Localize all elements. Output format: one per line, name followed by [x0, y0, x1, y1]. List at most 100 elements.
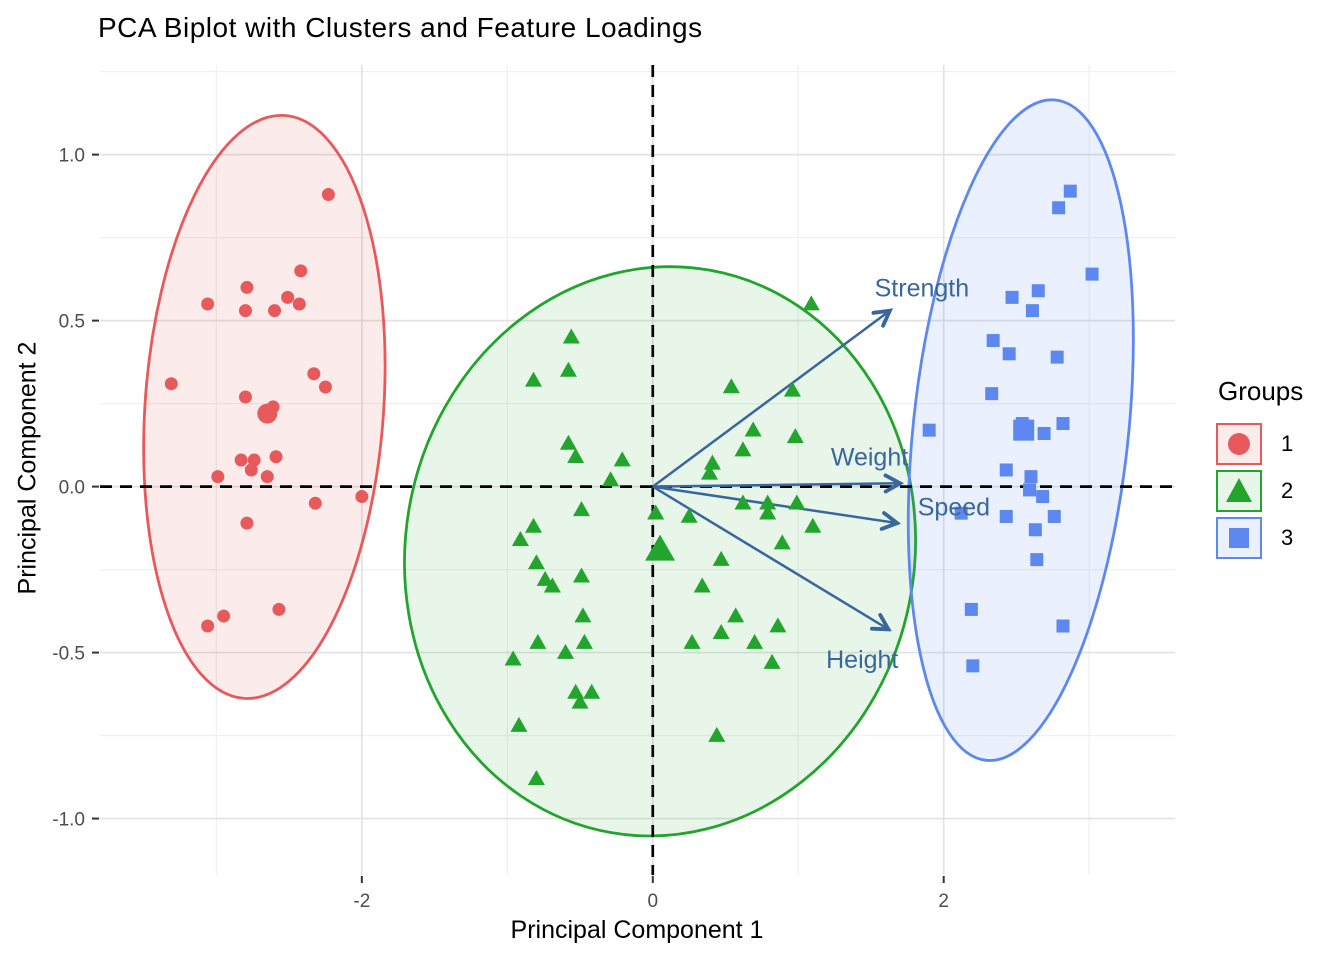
centroid-point-group1 [257, 403, 278, 424]
triangle-glyph [1226, 478, 1252, 502]
data-point-group3 [986, 334, 1000, 348]
data-point-group3 [999, 463, 1013, 477]
data-point-group3 [1028, 523, 1042, 537]
data-point-group2 [712, 623, 730, 639]
loading-arrow-strength [652, 308, 894, 488]
data-point-group1 [244, 463, 258, 477]
data-point-group2 [708, 726, 726, 742]
data-point-group1 [217, 609, 231, 623]
data-point-group1 [238, 304, 252, 318]
data-point-group1 [164, 377, 178, 391]
y-tick-label: 1.0 [59, 146, 85, 167]
data-point-group2 [769, 617, 787, 633]
data-point-group3 [1005, 290, 1019, 304]
data-point-group2 [783, 381, 801, 397]
data-point-group2 [510, 716, 528, 732]
x-axis-title: Principal Component 1 [510, 916, 764, 944]
data-point-group1 [281, 290, 295, 304]
data-point-group1 [321, 187, 335, 201]
legend-label-group3: 3 [1281, 525, 1294, 550]
data-point-group3 [964, 602, 978, 616]
data-point-group2 [504, 650, 522, 666]
data-point-group2 [583, 683, 601, 699]
data-point-group3 [1023, 483, 1037, 497]
legend-label-group2: 2 [1281, 478, 1294, 503]
data-point-group1 [260, 470, 274, 484]
legend-item-group2: 2 [1216, 470, 1303, 512]
data-point-group1 [308, 496, 322, 510]
data-point-group2 [572, 501, 590, 517]
data-point-group2 [744, 421, 762, 437]
data-point-group2 [511, 531, 529, 547]
data-point-group1 [211, 470, 225, 484]
data-point-group2 [536, 570, 554, 586]
data-point-group2 [680, 507, 698, 523]
y-tick-label: 0.0 [59, 478, 85, 499]
circle-symbol-icon [1228, 433, 1250, 455]
data-point-group1 [269, 450, 283, 464]
data-point-group3 [1002, 347, 1016, 361]
data-point-group2 [524, 371, 542, 387]
data-point-group1 [240, 516, 254, 530]
data-point-group2 [734, 441, 752, 457]
y-tick-label: -0.5 [52, 644, 85, 665]
data-point-group3 [1031, 284, 1045, 298]
loading-label-weight: Weight [831, 444, 908, 472]
data-point-group3 [1052, 201, 1066, 215]
data-point-group2 [722, 378, 740, 394]
y-tick-label: -1.0 [52, 810, 85, 831]
data-point-group1 [272, 602, 286, 616]
data-point-group1 [201, 297, 215, 311]
data-point-group2 [693, 577, 711, 593]
data-point-group3 [985, 387, 999, 401]
data-point-group2 [802, 295, 820, 311]
data-point-group2 [746, 633, 764, 649]
data-point-group3 [1085, 267, 1099, 281]
data-point-group1 [247, 453, 261, 467]
data-point-group2 [763, 653, 781, 669]
legend-key-square-icon [1216, 517, 1262, 559]
data-point-group2 [602, 471, 620, 487]
data-point-group3 [1063, 184, 1077, 198]
data-point-group3 [999, 509, 1013, 523]
data-point-group2 [727, 607, 745, 623]
circle-glyph [1228, 433, 1250, 455]
data-point-group2 [759, 494, 777, 510]
data-point-group1 [307, 367, 321, 381]
data-point-group2 [574, 607, 592, 623]
data-point-group2 [647, 504, 665, 520]
data-point-group2 [613, 451, 631, 467]
y-tick-label: 0.5 [59, 312, 85, 333]
data-point-group3 [1037, 426, 1051, 440]
data-point-group2 [712, 550, 730, 566]
data-point-group2 [701, 464, 719, 480]
chart-title: PCA Biplot with Clusters and Feature Loa… [98, 12, 703, 43]
data-point-group2 [734, 494, 752, 510]
data-point-group2 [543, 577, 561, 593]
loading-label-speed: Speed [918, 494, 990, 522]
loading-arrow-speed [652, 485, 902, 531]
data-point-group2 [759, 504, 777, 520]
data-point-group2 [559, 434, 577, 450]
loading-label-height: Height [826, 646, 898, 674]
y-axis-title: Principal Component 2 [13, 341, 42, 595]
data-point-group1 [234, 453, 248, 467]
centroid-point-group3 [1013, 419, 1035, 441]
data-point-group2 [559, 361, 577, 377]
legend: Groups 1 2 3 [1216, 376, 1303, 564]
data-point-group2 [571, 693, 589, 709]
data-point-group1 [240, 280, 254, 294]
legend-key-circle-icon [1216, 423, 1262, 465]
data-point-group2 [527, 554, 545, 570]
data-point-group1 [238, 390, 252, 404]
legend-label-group1: 1 [1281, 431, 1294, 456]
legend-title: Groups [1218, 376, 1304, 406]
loading-arrow-height [652, 485, 892, 632]
data-point-group2 [562, 328, 580, 344]
data-point-group1 [268, 304, 282, 318]
data-point-group1 [294, 264, 308, 278]
data-point-group2 [773, 534, 791, 550]
data-point-group3 [954, 506, 968, 520]
data-point-group3 [922, 423, 936, 437]
square-symbol-icon [1229, 528, 1249, 548]
